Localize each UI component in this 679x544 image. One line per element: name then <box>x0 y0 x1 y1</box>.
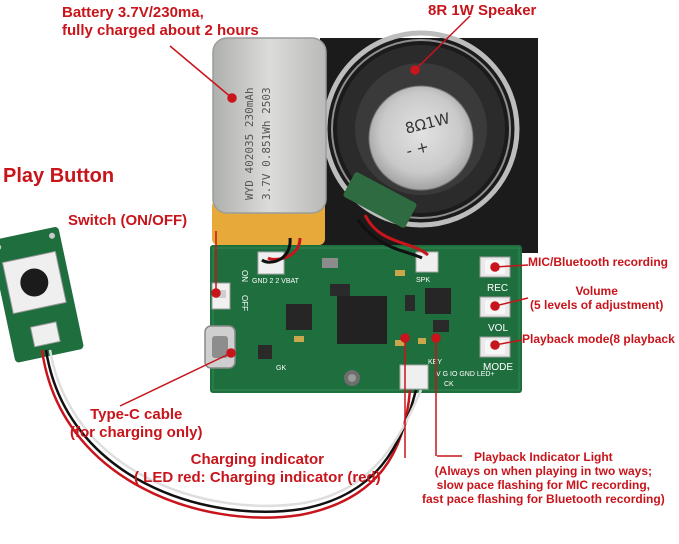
silk-gnd-vbat: GND 2 2 VBAT <box>252 278 300 285</box>
play-button-label: Play Button <box>3 165 114 189</box>
battery-label: Battery 3.7V/230ma, fully charged about … <box>62 4 259 39</box>
indicator-label-line-3: slow pace flashing for MIC recording, <box>436 478 651 493</box>
typec-label-line-1: Type-C cable <box>90 406 183 423</box>
indicator-label: Playback Indicator Light (Always on when… <box>422 450 665 507</box>
battery-wire-black <box>261 237 292 264</box>
main-pcb: REC VOL MODE ON OFF GND 2 2 VBAT SPK KEY… <box>204 245 522 393</box>
battery-wire-red <box>267 237 302 261</box>
cable-red <box>40 349 412 519</box>
volume-label-line-2: (5 levels of adjustment) <box>530 298 664 313</box>
speaker-polarity: - + <box>404 137 430 160</box>
battery-print-2: 3.7V 0.851Wh 2503 <box>260 87 273 200</box>
cable-black <box>44 349 418 513</box>
btn-rec-label: REC <box>487 283 508 294</box>
speaker-wire-black <box>356 219 423 260</box>
indicator-label-line-1: Playback Indicator Light <box>473 450 613 464</box>
silk-pins: V G IO GND LED+ <box>436 371 495 378</box>
switch-label-text: Switch (ON/OFF) <box>68 212 188 229</box>
speaker-label: 8R 1W Speaker <box>428 2 536 20</box>
charging-label: Charging indicator ( LED red: Charging i… <box>134 451 381 486</box>
battery-label-line-2: fully charged about 2 hours <box>62 21 259 39</box>
battery-label-line-1: Battery 3.7V/230ma, <box>62 4 204 21</box>
battery-print-1: WYD 402035 230mAh <box>243 87 256 200</box>
charging-label-line-2: ( LED red: Charging indicator (red) <box>134 468 381 486</box>
indicator-label-line-4: fast pace flashing for Bluetooth recordi… <box>422 492 665 507</box>
typec-label-line-2: (for charging only) <box>70 423 203 441</box>
charging-label-line-1: Charging indicator <box>190 451 325 468</box>
silk-off: OFF <box>240 295 249 311</box>
mic-bt-label: MIC/Bluetooth recording <box>528 255 668 269</box>
play-button-label-text: Play Button <box>3 165 115 187</box>
silk-spk: SPK <box>416 277 430 284</box>
indicator-label-line-2: (Always on when playing in two ways; <box>434 464 653 479</box>
leader-lines <box>119 15 529 458</box>
battery: WYD 402035 230mAh 3.7V 0.851Wh 2503 <box>212 37 327 214</box>
silk-gk: GK <box>276 365 286 372</box>
volume-label: Volume (5 levels of adjustment) <box>530 284 663 312</box>
volume-label-line-1: Volume <box>575 284 618 298</box>
speaker-wire-red <box>363 214 429 257</box>
switch-label: Switch (ON/OFF) <box>68 212 187 230</box>
playback-mode-label: Playback mode(8 playback <box>522 332 675 346</box>
speaker-label-text: 8R 1W Speaker <box>428 2 537 19</box>
cable-white <box>48 349 423 508</box>
silk-key: KEY <box>428 359 442 366</box>
typec-label: Type-C cable (for charging only) <box>70 406 203 441</box>
btn-vol-label: VOL <box>488 323 508 334</box>
play-button-board <box>0 227 84 363</box>
mic-bt-label-text: MIC/Bluetooth recording <box>528 255 668 269</box>
silk-ck: CK <box>444 381 454 388</box>
silk-on: ON <box>240 270 249 282</box>
playback-mode-label-text: Playback mode(8 playback <box>522 332 675 346</box>
btn-mode-label: MODE <box>483 362 513 373</box>
speaker: 8Ω1W - + <box>322 30 520 228</box>
